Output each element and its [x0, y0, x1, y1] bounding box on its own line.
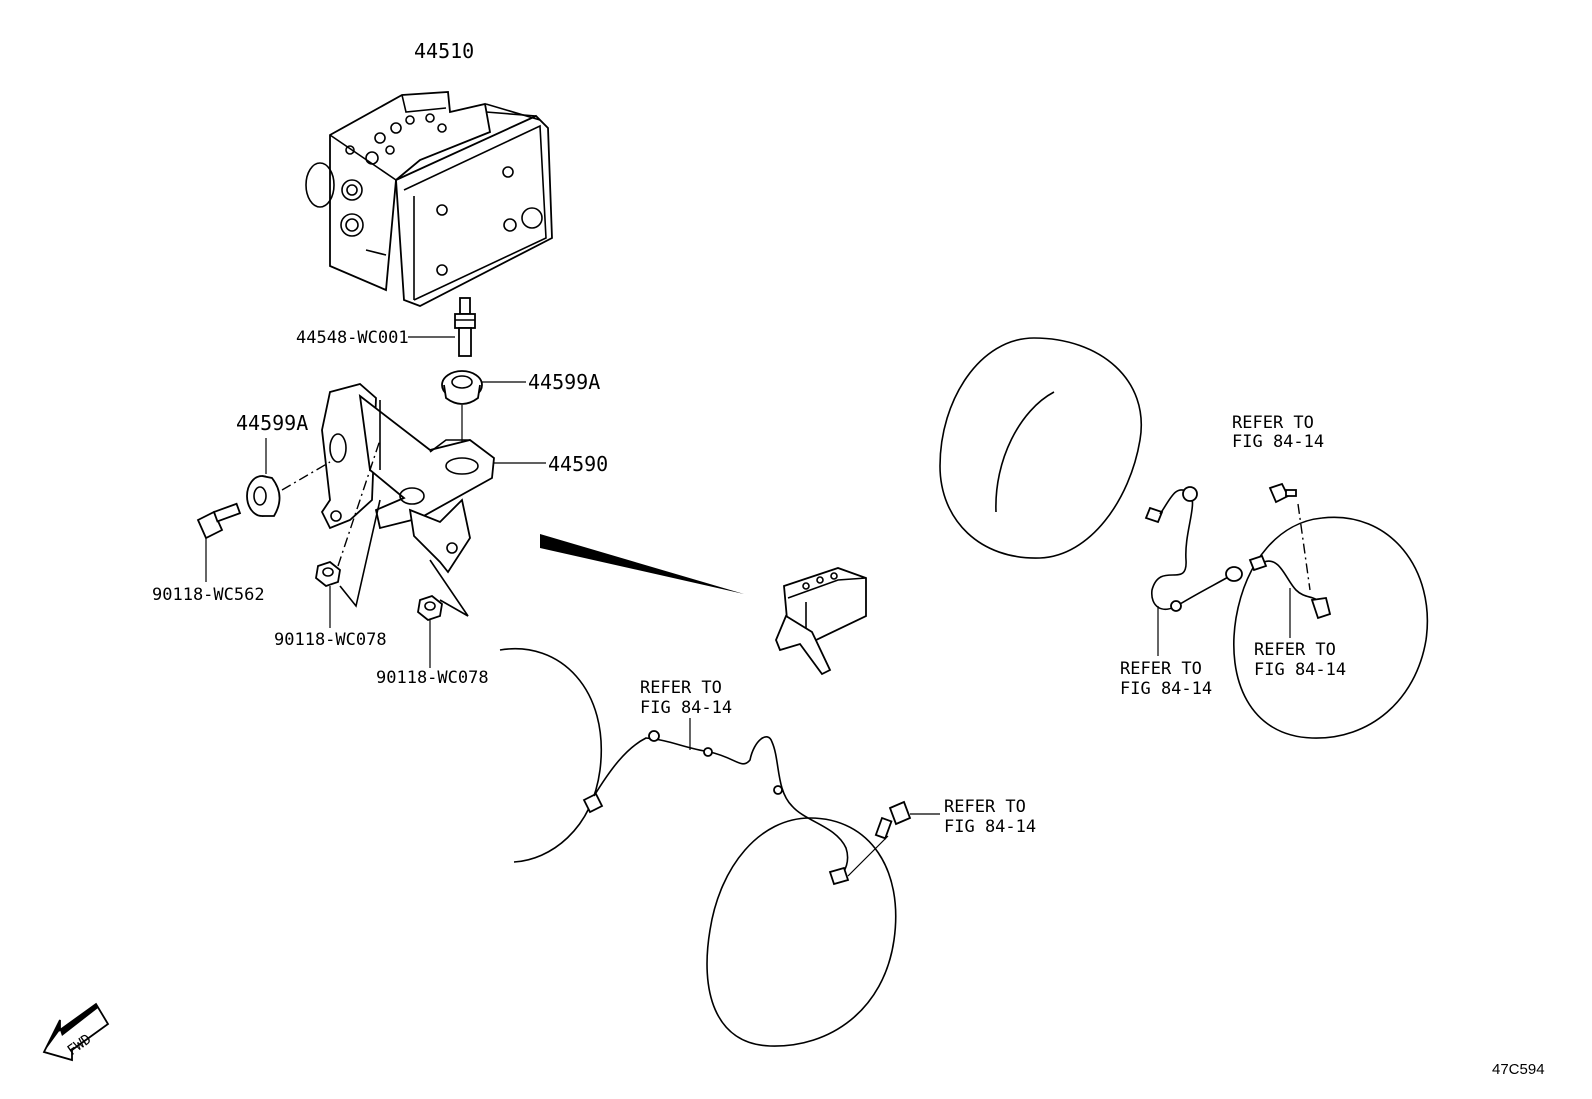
rear-sensor-left-drawing: [1144, 486, 1243, 612]
label-90118-wc078-right: 90118-WC078: [376, 668, 489, 688]
center-line-nut-left: [337, 439, 381, 567]
label-44510: 44510: [414, 39, 474, 63]
figure-code: 47C594: [1492, 1061, 1545, 1078]
cushion-top-drawing[interactable]: [441, 370, 483, 405]
ref-rear-bolt-line1: REFER TO: [1232, 413, 1314, 433]
ref-front-bolt-line1: REFER TO: [944, 797, 1026, 817]
ref-rear-bolt-line2: FIG 84-14: [1232, 432, 1324, 452]
nut-left-drawing[interactable]: [315, 560, 341, 588]
ref-rear-sensor-right-line1: REFER TO: [1254, 640, 1336, 660]
nut-right-drawing[interactable]: [417, 594, 443, 622]
ref-rear-sensor-right-line2: FIG 84-14: [1254, 660, 1346, 680]
bracket-link-left: [339, 499, 381, 608]
ref-front-bolt-line2: FIG 84-14: [944, 817, 1036, 837]
front-wheel-left: [499, 647, 603, 863]
ref-rear-sensor-left-line2: FIG 84-14: [1120, 679, 1212, 699]
fwd-arrow-icon: FWD: [42, 1002, 110, 1062]
rear-wheel-right: [1233, 516, 1429, 739]
rear-bolt-center-line: [1297, 503, 1311, 591]
front-sensor-drawing: [582, 730, 850, 886]
label-90118-wc562: 90118-WC562: [152, 585, 265, 605]
label-90118-wc078-left: 90118-WC078: [274, 630, 387, 650]
label-44599a-top: 44599A: [528, 370, 600, 394]
front-wheel-bottom: [706, 817, 897, 1047]
bracket-drawing[interactable]: [320, 383, 495, 574]
front-bolt-drawing: [874, 800, 912, 840]
rear-wheel-top: [939, 337, 1143, 559]
center-line-left: [281, 461, 331, 491]
actuator-location-view: [775, 567, 867, 676]
label-44590: 44590: [548, 452, 608, 476]
cushion-left-drawing[interactable]: [246, 475, 281, 517]
label-44548-wc001: 44548-WC001: [296, 328, 409, 348]
ref-rear-sensor-left-line1: REFER TO: [1120, 659, 1202, 679]
front-bolt-center-line: [847, 835, 889, 877]
ref-front-sensor-line1: REFER TO: [640, 678, 722, 698]
rear-sensor-right-drawing: [1248, 554, 1332, 620]
bracket-link-right: [429, 559, 469, 617]
label-44599a-left: 44599A: [236, 411, 308, 435]
union-bolt-drawing[interactable]: [454, 297, 476, 357]
ref-front-sensor-line2: FIG 84-14: [640, 698, 732, 718]
bolt-drawing[interactable]: [196, 502, 242, 540]
rear-bolt-drawing: [1268, 482, 1297, 504]
location-pointer: [540, 534, 744, 594]
abs-actuator-drawing[interactable]: [305, 91, 553, 307]
